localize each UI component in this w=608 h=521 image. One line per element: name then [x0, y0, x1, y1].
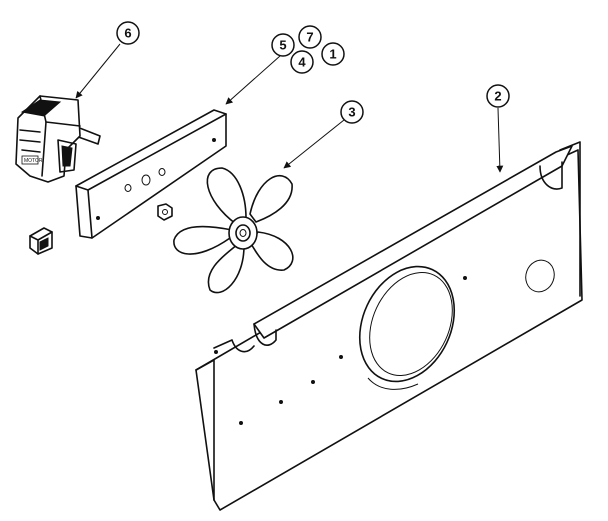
motor-label-plate — [21, 155, 39, 165]
fan-blade — [173, 167, 294, 294]
callout-3: 3 — [283, 100, 364, 169]
rear-panel — [195, 141, 583, 511]
motor-label: MOTOR — [24, 158, 43, 164]
callout-5-label: 5 — [279, 38, 286, 53]
callout-4-label: 4 — [298, 55, 306, 70]
callout-3-label: 3 — [348, 105, 355, 120]
callout-6-label: 6 — [124, 26, 131, 41]
motor: MOTOR — [15, 95, 101, 183]
callout-1-label: 1 — [329, 47, 336, 62]
callout-2: 2 — [486, 84, 510, 173]
clip — [29, 227, 53, 255]
fan-nut — [157, 203, 173, 221]
callout-7-label: 7 — [306, 30, 313, 45]
callout-6: 6 — [75, 21, 140, 99]
callout-2-label: 2 — [494, 89, 501, 104]
callout-5-7-4-1: 5 7 4 1 — [225, 25, 345, 105]
mounting-bracket — [75, 109, 227, 239]
